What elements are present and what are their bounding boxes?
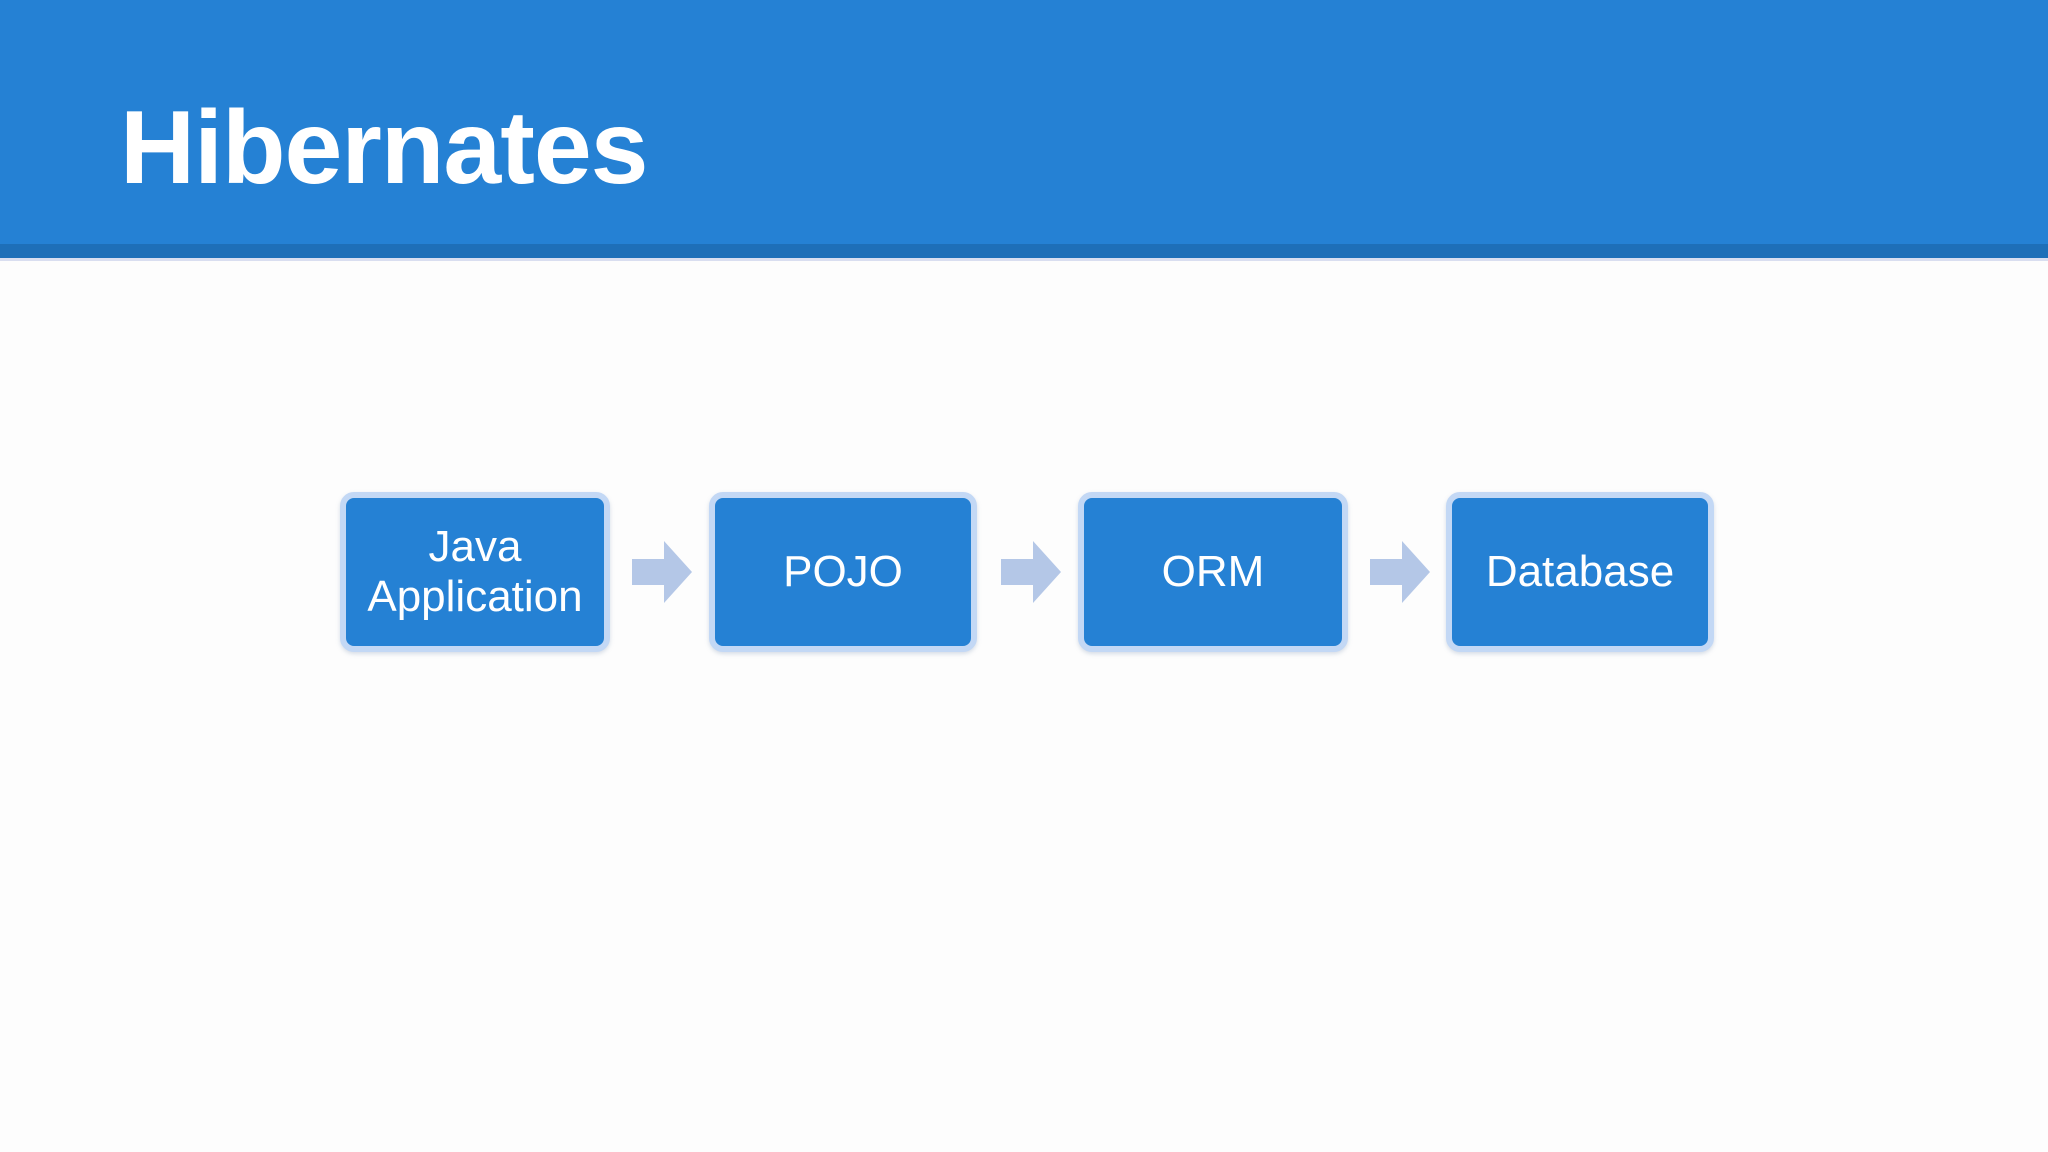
flow-box-pojo[interactable]: POJO (709, 492, 977, 652)
slide-header-band (0, 0, 2048, 244)
arrow-right-icon (1001, 541, 1061, 603)
slide-header-underline (0, 244, 2048, 258)
slide-header-underline-shadow (0, 258, 2048, 261)
flow-box-java-application[interactable]: Java Application (340, 492, 610, 652)
arrow-right-icon (1370, 541, 1430, 603)
flow-box-label: ORM (1161, 547, 1265, 596)
flow-diagram: Java Application POJO ORM Database (0, 470, 2048, 680)
flow-box-label: Database (1485, 547, 1675, 596)
flow-box-orm[interactable]: ORM (1078, 492, 1348, 652)
page-title: Hibernates (120, 90, 649, 206)
flow-box-database[interactable]: Database (1446, 492, 1714, 652)
arrow-right-icon (632, 541, 692, 603)
flow-box-label: Java Application (367, 522, 583, 621)
flow-box-label: POJO (783, 547, 903, 596)
